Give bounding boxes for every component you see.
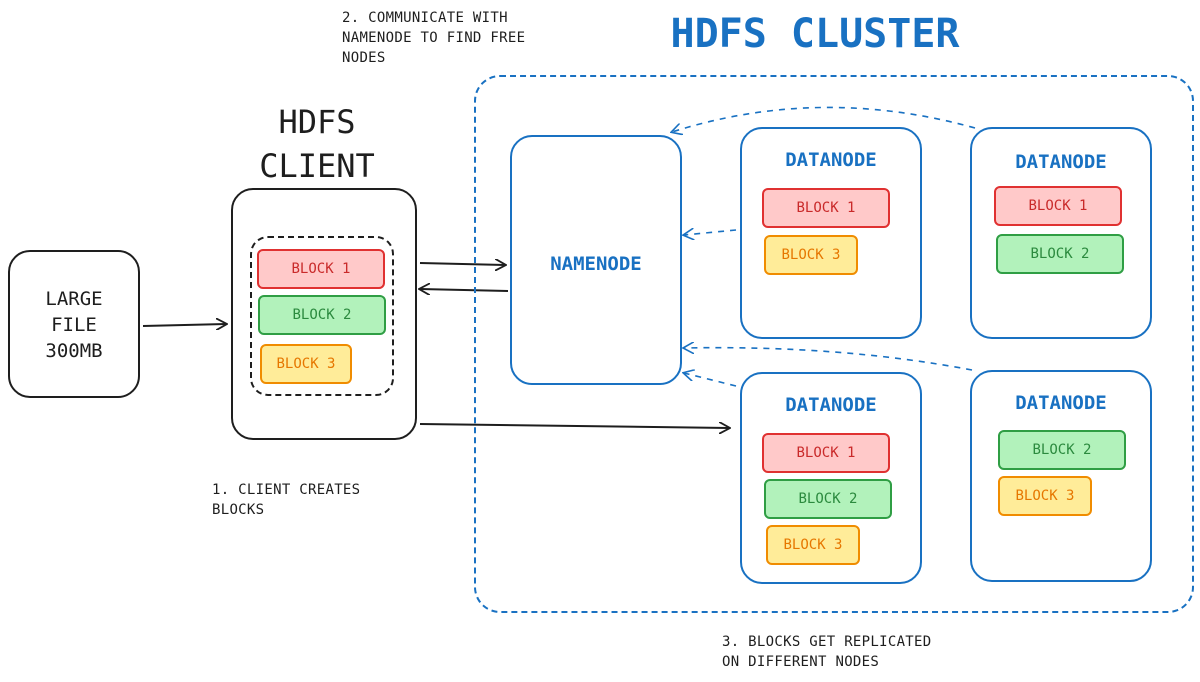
large-file-line3: 300MB	[45, 340, 103, 362]
step3-line1: 3. BLOCKS GET REPLICATED	[722, 634, 932, 650]
datanode-1: DATANODE	[740, 127, 922, 339]
cluster-title: HDFS CLUSTER	[670, 11, 960, 57]
dn4-block-3: BLOCK 3	[998, 476, 1092, 516]
arrow-dn1-to-namenode	[684, 230, 737, 235]
cluster-boundary	[474, 75, 1194, 613]
client-block-1: BLOCK 1	[257, 249, 385, 289]
large-file-line1: LARGE	[45, 288, 103, 310]
dn3-block-1: BLOCK 1	[762, 433, 890, 473]
datanode-2: DATANODE	[970, 127, 1152, 339]
step3-line2: ON DIFFERENT NODES	[722, 654, 880, 670]
arrow-client-to-namenode	[419, 263, 505, 265]
step1-line1: 1. CLIENT CREATES	[212, 482, 361, 498]
step2-line3: NODES	[342, 50, 386, 66]
datanode-2-label: DATANODE	[1015, 151, 1107, 173]
large-file-box: LARGE FILE 300MB	[8, 250, 140, 398]
large-file-label: LARGE FILE 300MB	[10, 286, 138, 364]
large-file-line2: FILE	[51, 314, 97, 336]
step3-note: 3. BLOCKS GET REPLICATED ON DIFFERENT NO…	[722, 632, 932, 672]
dn1-block-3: BLOCK 3	[764, 235, 858, 275]
arrow-file-to-client	[142, 324, 226, 326]
dn2-block-2: BLOCK 2	[996, 234, 1124, 274]
namenode-box: NAMENODE	[510, 135, 682, 385]
client-title-line2: CLIENT	[259, 147, 375, 185]
dn4-block-2: BLOCK 2	[998, 430, 1126, 470]
arrow-dn2-to-namenode	[672, 106, 976, 132]
dn1-block-1: BLOCK 1	[762, 188, 890, 228]
dn3-block-2: BLOCK 2	[764, 479, 892, 519]
arrow-client-to-datanode	[419, 424, 729, 428]
step2-line2: NAMENODE TO FIND FREE	[342, 30, 526, 46]
step1-line2: BLOCKS	[212, 502, 265, 518]
client-block-2: BLOCK 2	[258, 295, 386, 335]
client-title: HDFS CLIENT	[232, 100, 402, 188]
datanode-4-label: DATANODE	[1015, 392, 1107, 414]
arrow-namenode-to-client	[420, 289, 509, 291]
dn3-block-3: BLOCK 3	[766, 525, 860, 565]
step2-note: 2. COMMUNICATE WITH NAMENODE TO FIND FRE…	[342, 8, 525, 68]
arrow-dn3-to-namenode	[684, 373, 737, 387]
step1-note: 1. CLIENT CREATES BLOCKS	[212, 480, 360, 520]
step2-line1: 2. COMMUNICATE WITH	[342, 10, 508, 26]
client-block-3: BLOCK 3	[260, 344, 352, 384]
namenode-label: NAMENODE	[550, 253, 642, 275]
datanode-3-label: DATANODE	[785, 394, 877, 416]
client-block-group	[250, 236, 394, 396]
dn2-block-1: BLOCK 1	[994, 186, 1122, 226]
client-title-line1: HDFS	[278, 103, 356, 141]
datanode-1-label: DATANODE	[785, 149, 877, 171]
